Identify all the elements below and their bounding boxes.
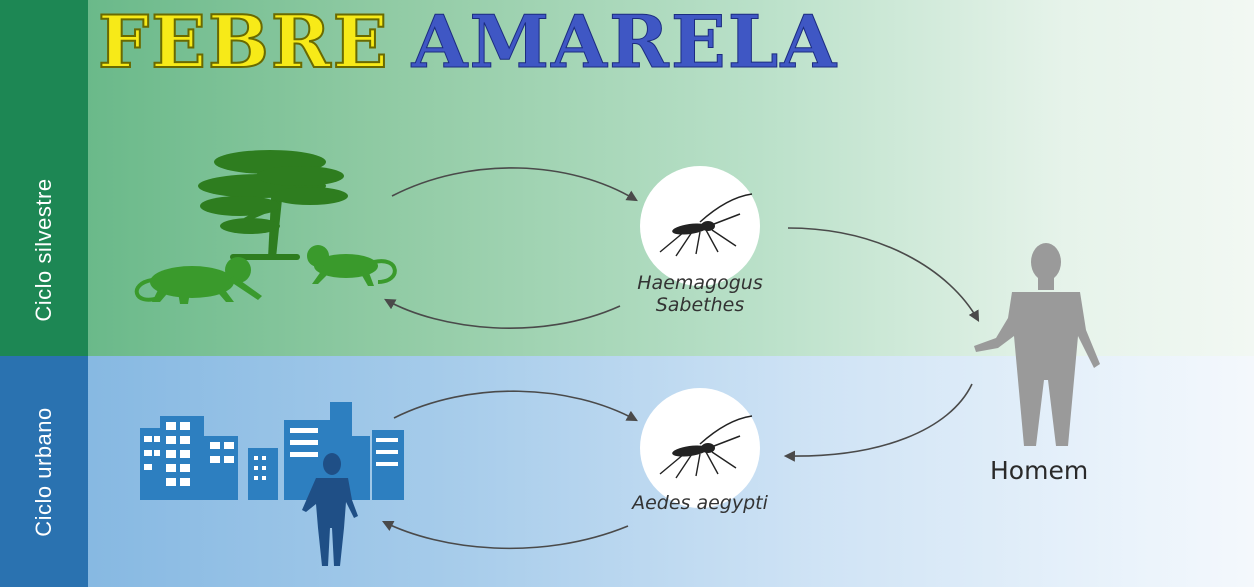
human-icon bbox=[974, 243, 1100, 446]
urban-cycle-sidebar: Ciclo urbano bbox=[0, 356, 88, 587]
sylvatic-vector-caption: Haemagogus Sabethes bbox=[610, 272, 790, 316]
vector-name-haemagogus: Haemagogus bbox=[637, 272, 763, 294]
arrow-mosquito-to-city bbox=[381, 520, 629, 550]
arrow-human-to-mosquito bbox=[783, 383, 973, 462]
arrow-city-to-mosquito bbox=[393, 390, 638, 422]
title-part-febre: FEBRE bbox=[97, 0, 390, 84]
city-buildings-icon bbox=[140, 402, 404, 500]
human-icon bbox=[302, 453, 358, 566]
arrow-forest-to-mosquito bbox=[391, 167, 638, 202]
monkey-icon bbox=[307, 245, 397, 286]
title-part-amarela: AMARELA bbox=[411, 0, 839, 84]
urban-vector-caption: Aedes aegypti bbox=[632, 492, 768, 514]
vector-name-sabethes: Sabethes bbox=[655, 294, 745, 316]
cycle-arrows bbox=[381, 167, 980, 550]
monkey-icon bbox=[134, 257, 262, 304]
mosquito-icon bbox=[640, 388, 760, 508]
tree-icon bbox=[198, 150, 348, 260]
arrow-mosquito-to-forest bbox=[384, 298, 621, 329]
mosquito-icon bbox=[640, 166, 760, 286]
host-label: Homem bbox=[990, 456, 1089, 485]
sylvatic-cycle-sidebar: Ciclo silvestre bbox=[0, 0, 88, 356]
arrow-mosquito-to-human bbox=[787, 227, 980, 322]
